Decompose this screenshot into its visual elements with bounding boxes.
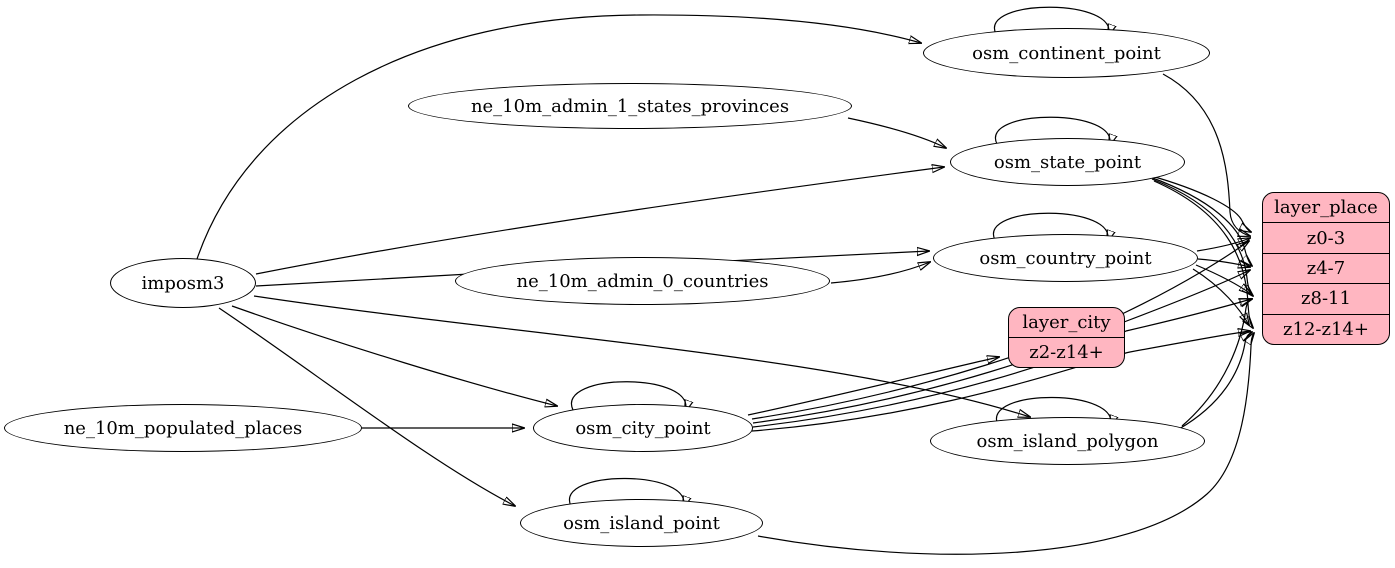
edge-ne1-osm-state-point: [847, 117, 946, 148]
edge-loop-osm-country-point: [992, 212, 1108, 242]
edge-osm-country-point-z12-z14: [1192, 268, 1249, 325]
edge-imposm3-osm-state-point: [255, 167, 944, 275]
layer-place-row-z4-7: z4-7: [1263, 252, 1389, 283]
node-osm-island-point-label: osm_island_point: [563, 512, 720, 534]
edge-imposm3-osm-island-point: [218, 307, 515, 506]
layer-place-row-z12-z14: z12-z14+: [1263, 313, 1389, 344]
layer-place-row-z0-3: z0-3: [1263, 222, 1389, 252]
edge-osm-island-polygon-z8-11: [1181, 299, 1252, 427]
node-imposm3-label: imposm3: [141, 272, 225, 294]
node-osm-island-polygon: osm_island_polygon: [930, 417, 1205, 465]
node-osm-continent-point-label: osm_continent_point: [972, 42, 1161, 64]
edge-osm-city-point-z4-7: [752, 270, 1250, 424]
node-osm-city-point-label: osm_city_point: [575, 417, 711, 439]
node-osm-state-point: osm_state_point: [950, 138, 1185, 186]
edge-imposm3-osm-island-polygon: [253, 295, 1030, 417]
node-ne-10m-admin-0-countries-label: ne_10m_admin_0_countries: [516, 270, 769, 292]
edge-osm-state-point-z8-11: [1151, 178, 1253, 296]
layer-place-row-z8-11: z8-11: [1263, 283, 1389, 313]
node-osm-continent-point: osm_continent_point: [923, 28, 1210, 78]
edge-osm-country-point-z8-11: [1195, 264, 1251, 294]
edge-osm-city-point-z8-11: [752, 299, 1251, 428]
edge-imposm3-osm-city-point: [231, 305, 557, 406]
node-osm-island-point: osm_island_point: [520, 499, 763, 547]
layer-city-row-z2-z14: z2-z14+: [1009, 337, 1124, 367]
edge-osm-country-point-z0-3: [1196, 238, 1250, 252]
edge-loop-osm-continent-point: [993, 6, 1109, 36]
edge-osm-city-point-layer-city: [747, 357, 999, 416]
node-osm-country-point: osm_country_point: [933, 234, 1198, 282]
edge-imposm3-osm-continent-point: [196, 14, 921, 260]
edge-loop-osm-island-polygon: [995, 396, 1111, 427]
node-osm-island-polygon-label: osm_island_polygon: [976, 430, 1159, 452]
node-ne-10m-admin-0-countries: ne_10m_admin_0_countries: [455, 257, 830, 305]
edge-loop-osm-state-point: [994, 116, 1110, 146]
edge-loop-osm-city-point: [570, 381, 686, 412]
node-ne-10m-admin-1-states-provinces-label: ne_10m_admin_1_states_provinces: [470, 95, 790, 117]
layer-place-title: layer_place: [1274, 197, 1378, 219]
node-osm-city-point: osm_city_point: [533, 404, 753, 452]
node-ne-10m-populated-places: ne_10m_populated_places: [4, 404, 362, 452]
edge-osm-city-point-z12-z14: [751, 331, 1250, 432]
edge-osm-island-point-z12-z14: [757, 333, 1254, 555]
record-layer-place: layer_place z0-3 z4-7 z8-11 z12-z14+: [1262, 192, 1390, 345]
edge-osm-state-point-z0-3: [1147, 174, 1251, 232]
node-osm-state-point-label: osm_state_point: [993, 151, 1142, 173]
node-ne-10m-admin-1-states-provinces: ne_10m_admin_1_states_provinces: [408, 83, 852, 129]
edge-ne0-osm-country-point: [830, 262, 930, 284]
edge-osm-island-polygon-z12-z14: [1178, 332, 1252, 430]
node-imposm3: imposm3: [110, 258, 256, 308]
edge-osm-country-point-z4-7: [1197, 258, 1250, 267]
node-ne-10m-populated-places-label: ne_10m_populated_places: [63, 417, 303, 439]
record-layer-city: layer_city z2-z14+: [1008, 307, 1125, 368]
layer-city-title: layer_city: [1022, 312, 1111, 333]
edge-loop-osm-island-point: [568, 477, 684, 508]
node-osm-country-point-label: osm_country_point: [979, 247, 1152, 269]
